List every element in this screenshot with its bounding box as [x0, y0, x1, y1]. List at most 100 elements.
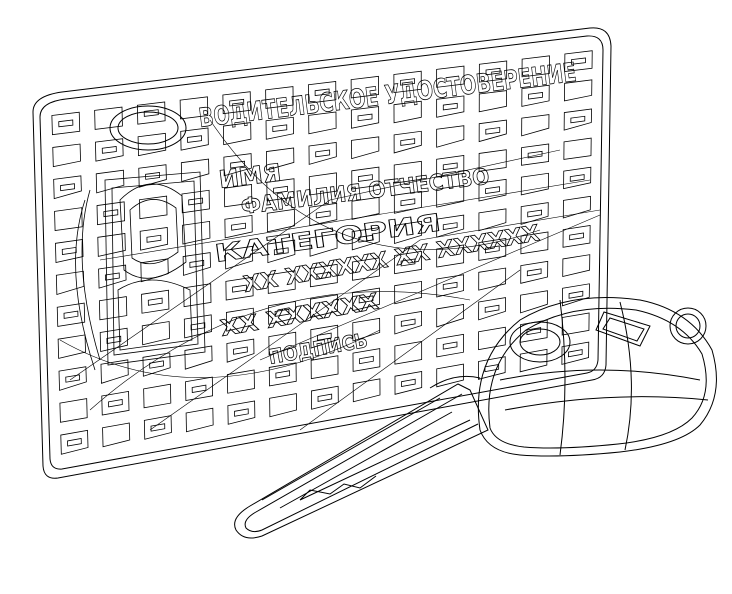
grid-cell — [54, 207, 83, 231]
grid-cell-inner — [103, 209, 119, 218]
grid-cell — [393, 70, 422, 94]
grid-cell — [563, 108, 592, 131]
grid-cell — [520, 202, 549, 225]
card-grid — [51, 50, 593, 455]
grid-cell — [184, 345, 213, 370]
grid-cell — [478, 178, 507, 202]
grid-cell — [478, 60, 508, 83]
grid-cell-inner — [273, 247, 289, 256]
grid-cell-inner — [149, 360, 164, 369]
grid-cell-inner — [101, 146, 117, 154]
grid-cell — [180, 127, 209, 151]
grid-cell-inner — [400, 78, 415, 86]
grid-cell — [561, 312, 590, 336]
grid-cell-inner — [150, 423, 166, 432]
grid-cell — [436, 65, 465, 88]
grid-cell — [436, 274, 465, 298]
grid-cell — [137, 132, 167, 157]
grid-cell — [267, 270, 296, 294]
grid-cell — [521, 55, 550, 78]
grid-cell — [478, 149, 507, 172]
grid-cell — [136, 101, 166, 125]
grid-cell-inner — [442, 341, 458, 350]
grid-cell — [352, 378, 381, 403]
grid-cell — [143, 383, 172, 409]
grid-cell-inner — [187, 135, 202, 143]
grid-cell — [478, 356, 506, 380]
grid-cell — [394, 220, 422, 244]
grid-cell — [142, 352, 171, 377]
grid-cell — [307, 81, 337, 104]
grid-cell-inner — [231, 222, 246, 231]
grid-cell-inner — [233, 346, 248, 355]
photo-region — [75, 171, 206, 371]
grid-cell — [436, 155, 465, 178]
grid-cell — [394, 310, 423, 335]
grid-cell — [94, 106, 123, 130]
grid-cell-inner — [569, 232, 584, 241]
grid-cell-inner — [60, 183, 75, 192]
grid-cell — [51, 111, 81, 136]
grid-cell — [183, 314, 212, 339]
grid-cell — [310, 294, 338, 318]
grid-cell — [351, 227, 380, 251]
grid-cell — [182, 252, 211, 276]
grid-cell-inner — [400, 318, 416, 327]
grid-cell-inner — [106, 335, 122, 344]
grid-cell — [478, 297, 506, 321]
grid-cell — [394, 340, 423, 365]
grid-cell — [97, 232, 126, 257]
grid-cell — [393, 100, 422, 124]
grid-cell — [352, 287, 380, 312]
key-ring-hole — [669, 307, 707, 345]
grid-cell — [143, 415, 172, 440]
card-inner-outline — [39, 35, 604, 470]
grid-cell — [57, 334, 86, 359]
grid-cell — [310, 355, 339, 380]
grid-cell — [226, 369, 255, 394]
grid-cell — [520, 231, 549, 255]
grid-cell — [394, 250, 422, 275]
grid-cell — [562, 225, 591, 248]
grid-cell-inner — [145, 172, 161, 180]
grid-cell-inner — [359, 355, 374, 365]
grid-cell-inner — [442, 281, 458, 290]
grid-cell — [310, 324, 339, 349]
grid-cell — [561, 341, 590, 365]
grid-cell-inner — [442, 162, 458, 171]
grid-cell — [351, 136, 380, 160]
grid-cell-inner — [568, 349, 583, 358]
grid-cell — [394, 280, 422, 305]
grid-cell-inner — [527, 150, 543, 159]
grid-cell — [101, 390, 130, 416]
grid-cell — [351, 166, 380, 190]
grid-cell — [226, 338, 255, 363]
grid-cell-inner — [147, 297, 163, 306]
grid-cell — [224, 245, 254, 270]
grid-cell-inner — [61, 246, 77, 255]
grid-cell — [179, 96, 209, 120]
grid-cell-inner — [571, 57, 586, 65]
grid-cell — [95, 138, 124, 162]
grid-cell — [521, 114, 550, 137]
grid-cell-inner — [358, 174, 373, 182]
grid-cell — [269, 393, 297, 418]
grid-cell — [436, 244, 465, 268]
grid-cell — [562, 195, 591, 219]
grid-cell-inner — [232, 284, 247, 293]
grid-cell-inner — [400, 138, 416, 146]
grid-cell — [181, 189, 210, 214]
grid-cell-inner — [400, 198, 416, 207]
grid-cell-inner — [527, 209, 543, 218]
grid-cell — [394, 371, 423, 395]
grid-cell — [478, 119, 507, 143]
grid-cell-inner — [63, 310, 79, 319]
grid-cell-inner — [526, 268, 542, 277]
grid-cell — [562, 254, 591, 278]
grid-cell — [99, 327, 128, 353]
grid-cell — [58, 366, 87, 391]
car-key-icon — [234, 297, 717, 539]
grid-cell — [223, 184, 253, 208]
grid-cell — [436, 125, 465, 148]
